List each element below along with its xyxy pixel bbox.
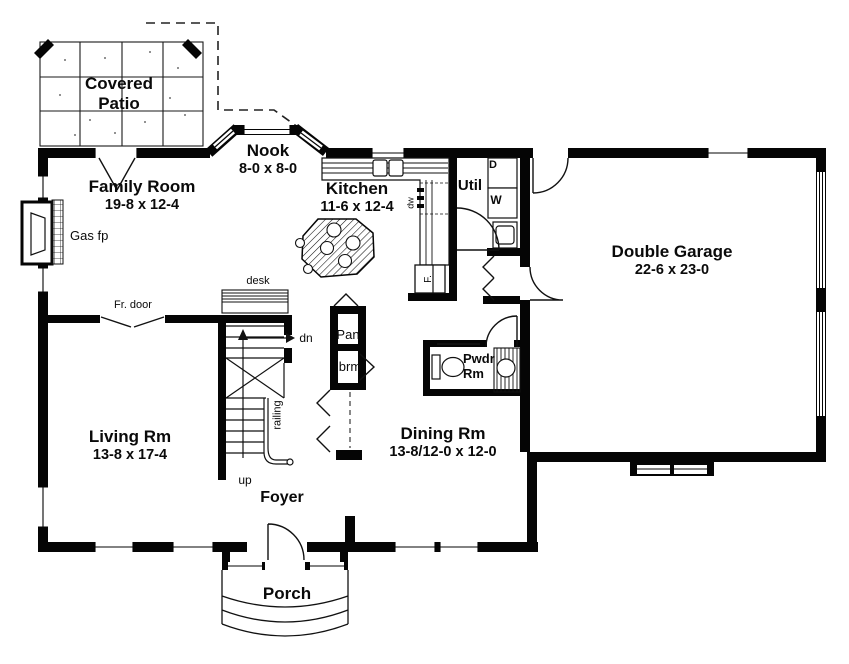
- room-label-double-garage: Double Garage 22-6 x 23-0: [611, 242, 733, 279]
- foyer-closet-bifold-chevrons: [316, 389, 331, 453]
- pantry-door-chevron: [333, 293, 359, 307]
- annotation-washer: W: [490, 193, 502, 207]
- patio-speckles: [59, 51, 186, 136]
- room-label-foyer: Foyer: [260, 489, 304, 506]
- porch-steps: [221, 570, 349, 637]
- hall-closet-bifold-chevrons: [482, 255, 495, 301]
- room-label-util: Util: [457, 177, 483, 194]
- annotation-broom-closet: brm: [338, 359, 362, 374]
- broom-closet-door-chevron: [359, 353, 376, 381]
- roof-overhang-dashed-line: [146, 22, 331, 151]
- annotation-dishwasher: dw: [405, 197, 416, 209]
- kitchen-island: [294, 218, 375, 278]
- annotation-french-door: Fr. door: [114, 299, 152, 311]
- room-label-dining-room: Dining Rm 13-8/12-0 x 12-0: [389, 424, 497, 461]
- garage-service-door: [532, 157, 569, 194]
- kitchen-counters: [321, 157, 450, 294]
- room-label-powder-room: Pwdr Rm: [463, 351, 495, 382]
- annotation-gas-fireplace: Gas fp: [70, 228, 109, 243]
- door-swings: [98, 157, 569, 561]
- staircase: [225, 325, 295, 466]
- gas-fireplace: [20, 199, 64, 266]
- railing-line: [263, 398, 288, 465]
- desk: [221, 289, 289, 314]
- room-label-family-room: Family Room 19-8 x 12-4: [88, 177, 196, 214]
- garage-entry-door: [529, 266, 564, 301]
- annotation-desk: desk: [246, 275, 270, 287]
- room-label-nook: Nook 8-0 x 8-0: [238, 141, 298, 178]
- annotation-dryer: D: [489, 159, 497, 171]
- annotation-stairs-up: up: [238, 473, 252, 487]
- room-label-kitchen: Kitchen 11-6 x 12-4: [320, 179, 394, 216]
- annotation-stairs-down: dn: [299, 331, 313, 345]
- french-door: [100, 316, 165, 328]
- powder-room-door: [485, 315, 518, 348]
- annotation-refrigerator: F.: [423, 275, 435, 283]
- room-label-living-room: Living Rm 13-8 x 17-4: [88, 427, 172, 464]
- room-label-covered-patio: Covered Patio: [84, 74, 154, 114]
- front-door: [267, 523, 305, 561]
- room-label-porch: Porch: [262, 584, 312, 603]
- covered-patio-deck: [34, 39, 204, 147]
- utility-door: [456, 207, 500, 251]
- annotation-railing: railing: [271, 400, 284, 430]
- powder-room-fixtures: [431, 343, 521, 393]
- patio-door: [98, 157, 136, 191]
- annotation-pantry: Pan: [336, 327, 360, 342]
